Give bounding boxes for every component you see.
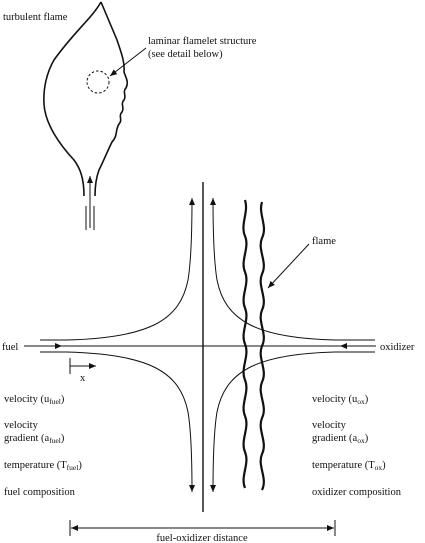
fuel-temperature-label: temperature (Tfuel) <box>4 460 82 472</box>
fuel-composition-label: fuel composition <box>4 487 76 498</box>
oxidizer-label: oxidizer <box>380 342 415 353</box>
distance-label: fuel-oxidizer distance <box>156 533 248 543</box>
flame-front-right <box>259 201 266 491</box>
ox-gradient-label-line1: velocity <box>312 420 347 431</box>
flame-pointer-arrow <box>267 243 310 289</box>
fuel-velocity-label: velocity (ufuel) <box>4 394 65 406</box>
streamline-lower-left <box>65 351 195 493</box>
turbulent-flame-label: turbulent flame <box>3 12 68 23</box>
flamelet-detail-circle <box>86 70 110 94</box>
ox-composition-label: oxidizer composition <box>312 487 402 498</box>
flame-label: flame <box>312 236 336 247</box>
laminar-flamelet-note: (see detail below) <box>148 49 223 60</box>
fuel-label: fuel <box>2 342 18 353</box>
flame-front-left <box>242 199 248 489</box>
turbulent-flame-outline <box>43 1 129 197</box>
ox-gradient-label-line2: gradient (aox) <box>312 433 369 445</box>
ox-velocity-label: velocity (uox) <box>312 394 369 406</box>
streamline-upper-right <box>210 197 336 341</box>
fuel-gradient-label-line2: gradient (afuel) <box>4 433 65 445</box>
streamline-upper-left <box>65 197 195 341</box>
streamline-lower-right <box>210 351 336 493</box>
fuel-gradient-label-line1: velocity <box>4 420 39 431</box>
ox-temperature-label: temperature (Tox) <box>312 460 386 472</box>
x-label: x <box>80 373 86 384</box>
laminar-flamelet-label: laminar flamelet structure <box>148 36 257 47</box>
flamelet-pointer-arrow <box>109 47 147 77</box>
